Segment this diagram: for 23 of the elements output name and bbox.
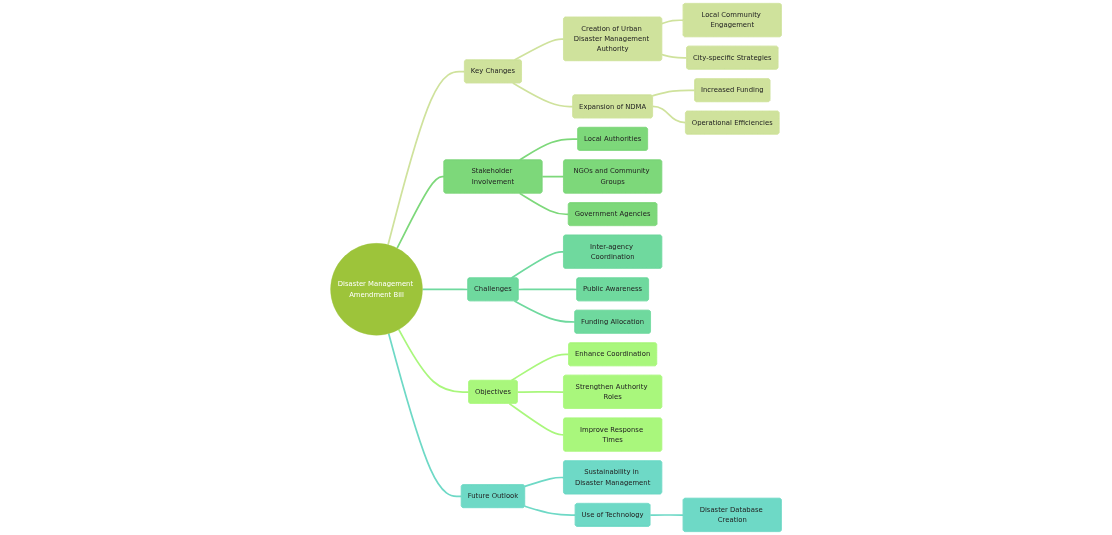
connector — [541, 175, 565, 178]
connector — [387, 332, 463, 498]
connector — [518, 138, 579, 161]
connector — [421, 288, 469, 291]
connector — [518, 192, 570, 216]
connector — [512, 82, 574, 108]
connector — [387, 70, 466, 246]
connector — [508, 402, 565, 436]
connector — [513, 38, 565, 61]
connector — [397, 328, 470, 393]
connector — [661, 19, 685, 25]
connector — [396, 175, 445, 250]
connector — [661, 53, 688, 59]
connector — [513, 300, 576, 323]
connector — [510, 251, 565, 279]
connector — [649, 514, 685, 516]
connector — [651, 105, 687, 124]
connector — [523, 505, 577, 516]
connector — [651, 89, 696, 97]
connector — [517, 288, 578, 291]
connector — [510, 353, 570, 382]
connector — [516, 391, 565, 393]
connector — [523, 476, 565, 488]
